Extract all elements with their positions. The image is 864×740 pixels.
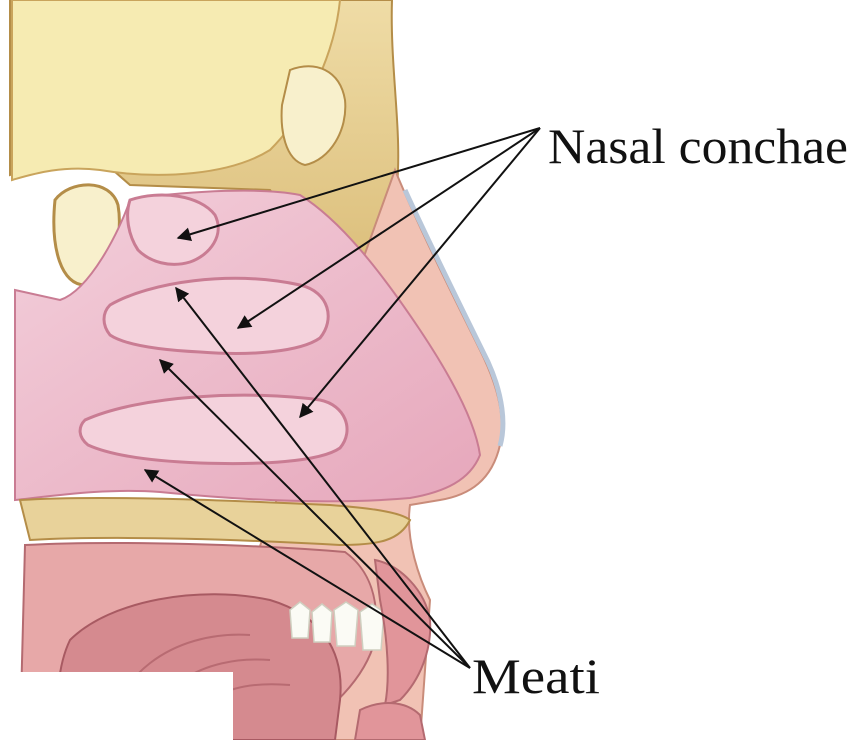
blank-patch <box>15 672 233 740</box>
anatomy-illustration <box>10 0 503 740</box>
label-nasal-conchae: Nasal conchae <box>548 118 848 174</box>
label-meati: Meati <box>472 648 600 704</box>
